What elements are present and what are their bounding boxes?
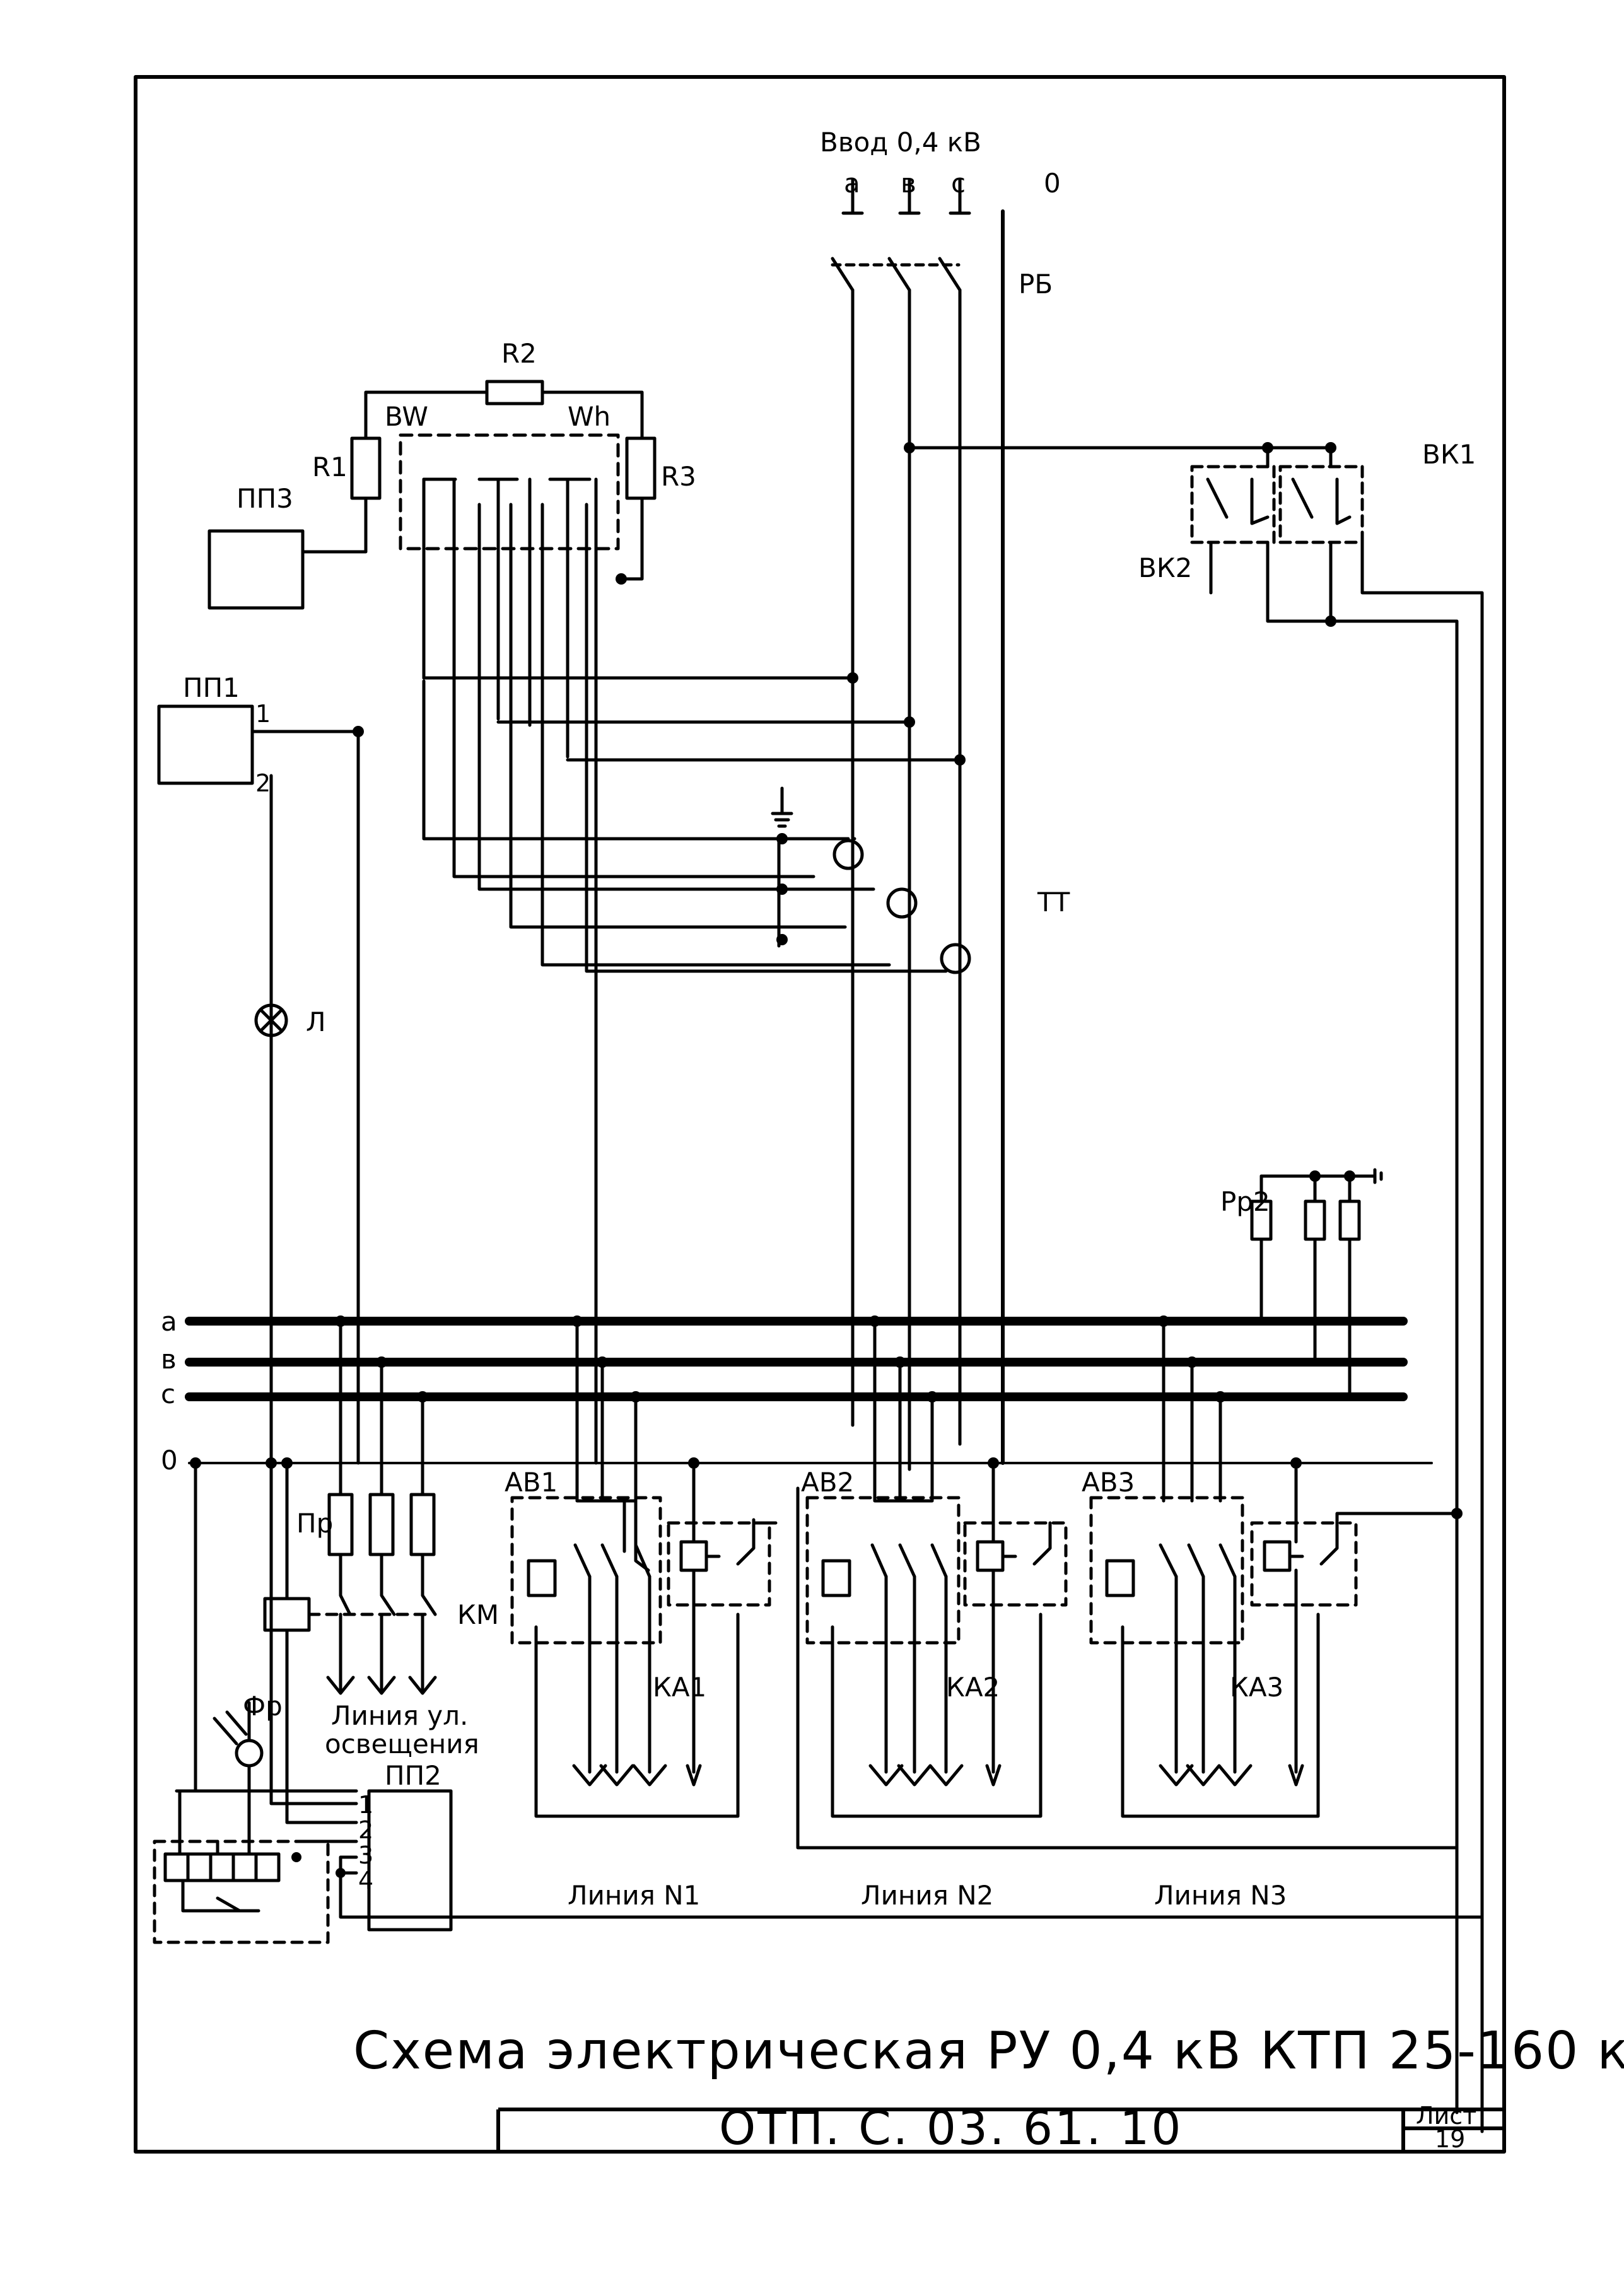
label-km: КМ <box>457 1599 499 1630</box>
label-bw: BW <box>385 401 428 432</box>
arresters-rr2 <box>1250 1168 1383 1399</box>
label-fr: Фр <box>243 1691 283 1722</box>
feeder-3 <box>1089 1319 1459 1818</box>
input-phase-a: а <box>844 168 860 199</box>
label-pr: Пр <box>296 1508 333 1539</box>
current-transformers-tt <box>832 839 971 974</box>
feeder-2-relay: КА2 <box>946 1672 1000 1703</box>
label-r1: R1 <box>312 452 348 482</box>
drawing-frame <box>134 75 1506 2154</box>
feeder-1-breaker: АВ1 <box>505 1467 558 1498</box>
relay-pp3 <box>207 529 305 610</box>
title-block <box>496 2108 1504 2152</box>
busbar-label-a: а <box>161 1306 177 1337</box>
metering-block <box>301 380 962 1465</box>
busbar-label-b: в <box>161 1344 177 1375</box>
feeder-2-breaker: АВ2 <box>801 1467 854 1498</box>
feeder-2 <box>796 1319 1459 1850</box>
street-lighting <box>263 1319 437 1824</box>
label-pp1-pin1: 1 <box>255 700 271 728</box>
lamp-l <box>254 1003 288 1037</box>
label-pp3: ПП3 <box>237 483 293 514</box>
input-title: Ввод 0,4 кВ <box>820 127 981 158</box>
junction-dots <box>190 442 1463 1878</box>
switches-vk <box>908 446 1484 2133</box>
drawing-code: ОТП. С. 03. 61. 10 <box>719 2101 1183 2155</box>
feeder-3-breaker: АВ3 <box>1082 1467 1135 1498</box>
label-vk1: ВК1 <box>1422 439 1476 470</box>
feeder-1-relay: КА1 <box>653 1672 706 1703</box>
feeder-3-line: Линия N3 <box>1154 1880 1287 1911</box>
busbars <box>185 1317 1433 1464</box>
label-r3: R3 <box>661 461 696 492</box>
label-pp1-pin2: 2 <box>255 769 271 797</box>
sheet-number: 19 <box>1435 2125 1465 2153</box>
photo-relay-pp2 <box>153 1461 1484 1944</box>
resistor-r2 <box>485 380 544 405</box>
feeder-3-relay: КА3 <box>1230 1672 1283 1703</box>
label-tt: ТТ <box>1037 887 1070 918</box>
label-pp2: ПП2 <box>385 1760 441 1791</box>
feeder-1 <box>510 1319 778 1818</box>
label-lamp: Л <box>306 1006 326 1037</box>
input-switch-rb <box>831 178 1005 1471</box>
feeder-1-line: Линия N1 <box>568 1880 700 1911</box>
label-pp1: ПП1 <box>183 672 240 703</box>
busbar-label-0: 0 <box>161 1445 178 1476</box>
sheet-label: Лист <box>1416 2102 1476 2130</box>
relay-pp1 <box>157 704 360 1465</box>
pp2-pin-3: 3 <box>358 1841 373 1869</box>
resistor-r3 <box>625 436 657 500</box>
pp2-pin-1: 1 <box>358 1791 373 1819</box>
busbar-label-c: с <box>161 1379 175 1409</box>
label-wh: Wh <box>568 401 610 432</box>
drawing-title: Схема электрическая РУ 0,4 кВ КТП 25-160… <box>353 2021 1624 2081</box>
label-street-light-2: освещения <box>325 1729 479 1759</box>
resistor-r1 <box>350 436 382 500</box>
label-rr2: Рр2 <box>1220 1186 1270 1217</box>
input-phase-b: в <box>901 168 916 199</box>
pp2-pin-2: 2 <box>358 1816 373 1844</box>
label-vk2: ВК2 <box>1138 552 1192 583</box>
input-neutral: 0 <box>1044 168 1061 199</box>
feeder-2-line: Линия N2 <box>861 1880 993 1911</box>
label-rb: РБ <box>1019 269 1053 300</box>
input-phase-c: с <box>951 168 966 199</box>
label-r2: R2 <box>501 338 537 369</box>
pp2-pin-4: 4 <box>358 1867 373 1894</box>
label-street-light: Линия ул. <box>331 1700 468 1731</box>
